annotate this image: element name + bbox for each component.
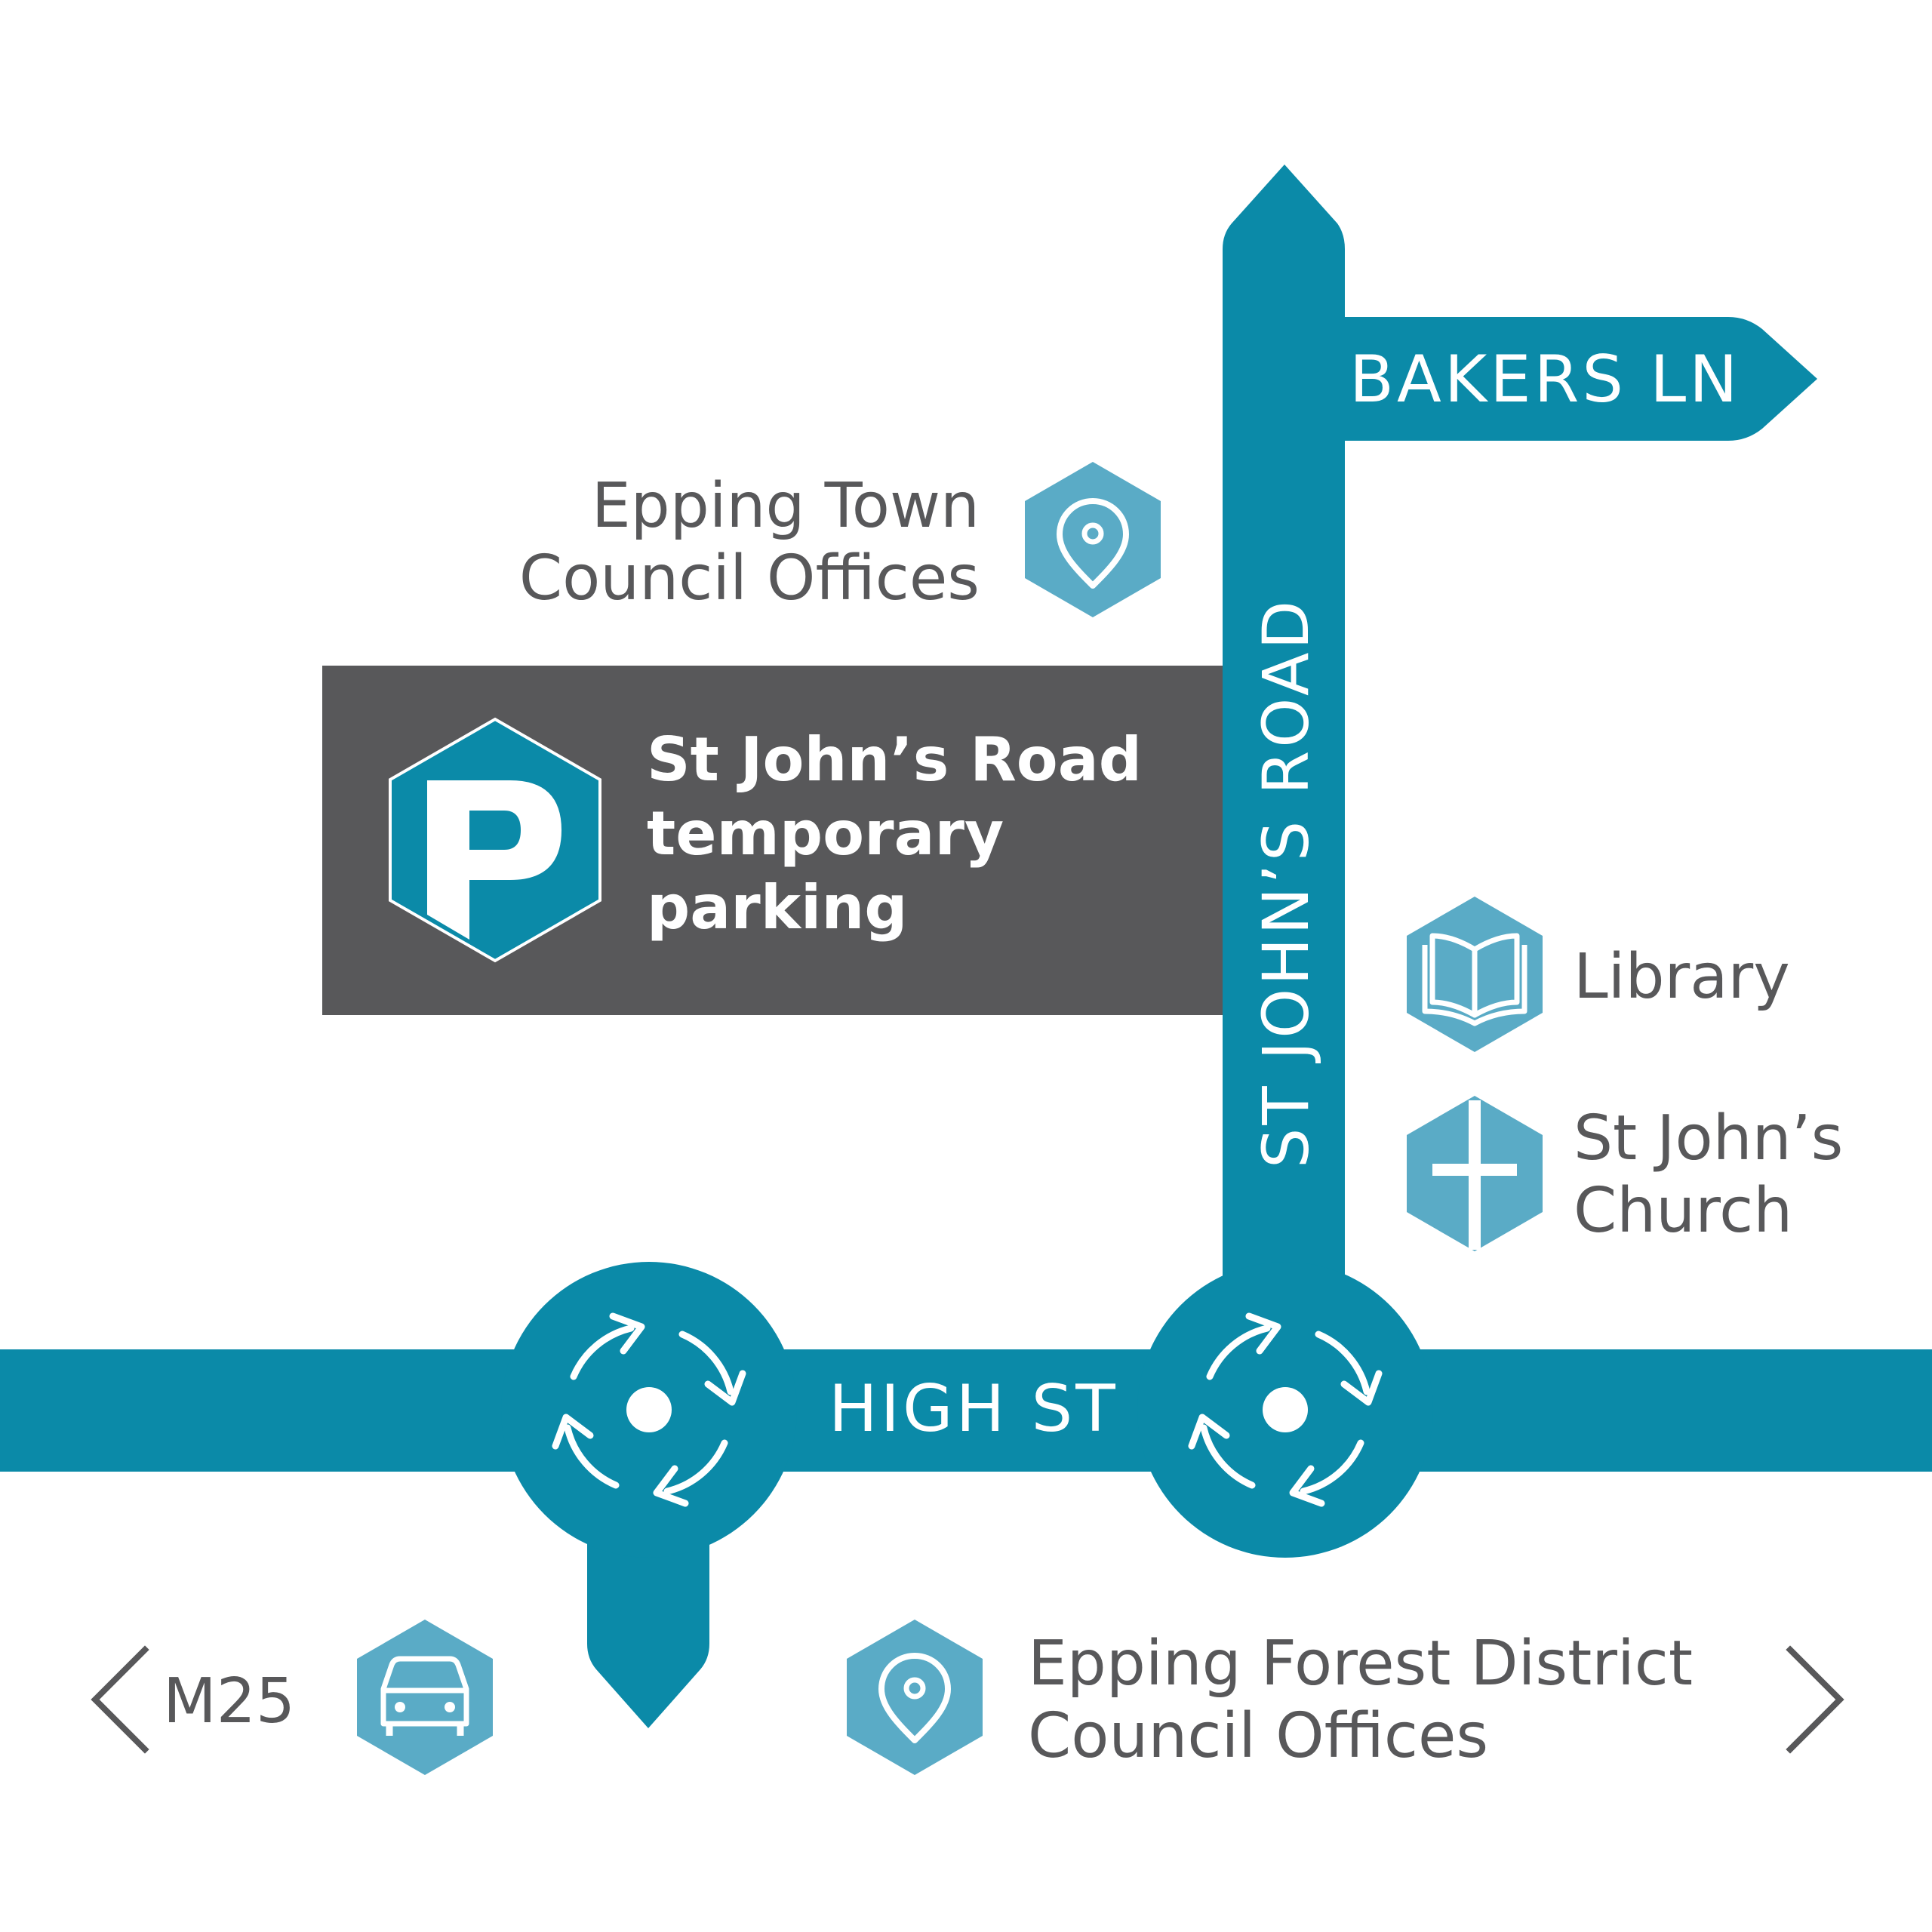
parking-title-line1: St John’s Road (647, 724, 1142, 795)
location-pin-icon (847, 1620, 983, 1775)
bakers-ln-road (1328, 317, 1817, 441)
car-icon (357, 1620, 493, 1775)
parking-title-line3: parking (647, 872, 908, 943)
town-council-line2: Council Offices (519, 543, 980, 614)
high-st-label: HIGH ST (829, 1371, 1118, 1447)
location-pin-icon (1025, 462, 1161, 617)
poi-district-council: Epping Forest District Council Offices (847, 1620, 1844, 1775)
district-council-line1: Epping Forest District (1028, 1628, 1693, 1700)
m25-label: M25 (163, 1666, 295, 1737)
st-johns-road (1223, 165, 1345, 1298)
poi-town-council: Epping Town Council Offices (519, 462, 1161, 617)
church-line1: St John’s (1574, 1103, 1843, 1174)
town-council-line1: Epping Town (592, 470, 980, 542)
chevron-right-icon[interactable] (1786, 1645, 1844, 1754)
parking-panel: St John’s Road temporary parking (322, 666, 1223, 1015)
poi-church: St John’s Church (1407, 1096, 1843, 1251)
parking-title-line2: temporary (647, 798, 1004, 869)
poi-m25: M25 (91, 1620, 493, 1775)
cross-icon (1407, 1096, 1543, 1251)
parking-icon (389, 717, 601, 963)
district-council-line2: Council Offices (1028, 1700, 1488, 1772)
high-st-road (0, 1349, 1932, 1472)
book-icon (1407, 897, 1543, 1052)
bakers-ln-label: BAKERS LN (1349, 342, 1741, 417)
library-label: Library (1574, 941, 1790, 1013)
church-line2: Church (1574, 1175, 1792, 1247)
chevron-left-icon[interactable] (91, 1645, 149, 1754)
poi-library: Library (1407, 897, 1790, 1052)
st-johns-road-label: ST JOHN’S ROAD (1249, 598, 1323, 1168)
